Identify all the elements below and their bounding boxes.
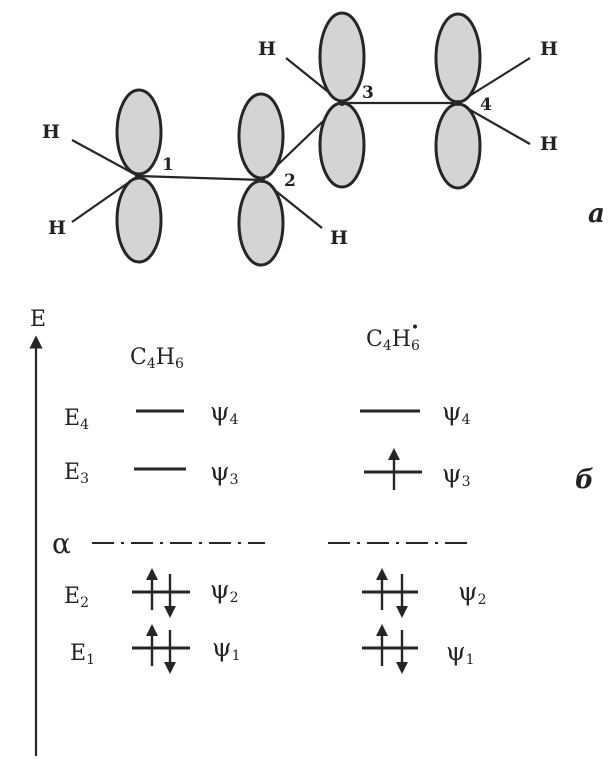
bond-c1-h (71, 139, 139, 177)
butadiene-structure: H H H H H H 1 2 3 4 (42, 11, 558, 267)
carbon-number-4: 4 (480, 95, 492, 115)
orbital-lobe-upper (237, 92, 285, 180)
psi-label: ψ1 (446, 637, 475, 668)
hydrogen-label: H (48, 217, 66, 239)
orbital-lobe-upper (115, 88, 163, 176)
psi-label: ψ2 (458, 577, 487, 608)
energy-label-e2: E2 (64, 584, 89, 611)
orbital-lobe-lower (434, 102, 482, 190)
level-psi2-radical: ψ2 (362, 568, 487, 618)
energy-label-e4: E4 (64, 406, 89, 433)
psi-label: ψ4 (442, 397, 471, 428)
energy-label-e3: E3 (64, 460, 89, 487)
energy-label-e1: E1 (70, 641, 95, 668)
level-psi4-neutral: E4 ψ4 (64, 397, 239, 433)
carbon-number-2: 2 (284, 171, 296, 191)
level-psi2-neutral: E2 ψ2 (64, 568, 239, 618)
level-psi1-radical: ψ1 (362, 624, 475, 674)
psi-label: ψ1 (212, 633, 241, 664)
p-orbital-c2 (237, 92, 285, 267)
orbital-lobe-upper (434, 12, 482, 104)
carbon-number-3: 3 (362, 83, 374, 103)
level-psi3-neutral: E3 ψ3 (64, 457, 239, 488)
bond-c1-c2 (137, 174, 263, 182)
carbon-atom-4 (455, 100, 461, 106)
alpha-label: α (52, 527, 71, 560)
carbon-atom-1 (135, 173, 141, 179)
level-psi3-radical: ψ3 (364, 448, 471, 490)
hydrogen-label: H (540, 38, 558, 60)
energy-diagram: E C4H6 C4H6• α E4 ψ4 E3 ψ3 E2 ψ2 E1 (29, 307, 487, 756)
hydrogen-label: H (258, 38, 276, 60)
hydrogen-label: H (540, 133, 558, 155)
energy-axis-label: E (30, 307, 46, 332)
orbital-lobe-upper (318, 11, 366, 103)
carbon-atom-2 (259, 177, 265, 183)
orbital-lobe-lower (115, 176, 163, 264)
psi-label: ψ4 (210, 397, 239, 428)
psi-label: ψ2 (210, 575, 239, 606)
level-psi1-neutral: E1 ψ1 (70, 624, 241, 674)
carbon-atom-3 (339, 100, 345, 106)
hydrogen-label: H (330, 227, 348, 249)
carbon-number-1: 1 (162, 155, 174, 175)
formula-neutral: C4H6 (130, 345, 184, 372)
hydrogen-label: H (42, 121, 60, 143)
psi-label: ψ3 (210, 457, 239, 488)
formula-radical: C4H6• (366, 320, 420, 354)
orbital-lobe-lower (237, 179, 285, 267)
panel-label-b: б (575, 465, 594, 495)
psi-label: ψ3 (442, 459, 471, 490)
orbital-lobe-lower (318, 101, 366, 189)
level-psi4-radical: ψ4 (360, 397, 471, 428)
panel-label-a: a (588, 199, 605, 229)
